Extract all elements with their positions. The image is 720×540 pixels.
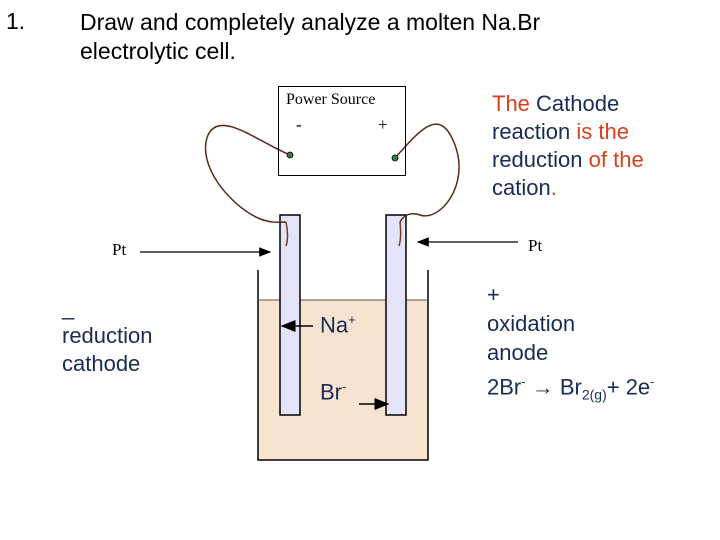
cathode-labels: _ reduction cathode [62, 294, 153, 378]
cathode-word-period: . [550, 175, 557, 200]
anion-charge: - [342, 379, 347, 394]
sodium-ion-label: Na+ [320, 312, 356, 338]
cathode-wire [204, 124, 291, 224]
equation-arrow-product: → Br [525, 374, 582, 400]
cation-symbol: Na [320, 312, 349, 338]
cathode-word-cation: cation [492, 175, 551, 200]
cathode-word-the: The [492, 91, 530, 116]
positive-terminal [391, 154, 399, 162]
bromide-ion-label: Br- [320, 379, 346, 405]
equation-product-subscript: 2(g) [581, 386, 607, 403]
power-source-box [278, 86, 406, 176]
anode-labels: + oxidation anode 2Br- → Br2(g)+ 2e- [487, 280, 655, 410]
equation-electron-charge: - [650, 374, 655, 389]
cathode-electrode [279, 214, 301, 416]
cathode-word-reaction: reaction [492, 119, 571, 144]
equation-reactant-charge: - [521, 374, 526, 389]
cation-charge: + [348, 312, 356, 327]
cathode-word-is-the: is the [576, 119, 629, 144]
power-source-plus: + [378, 115, 388, 134]
cathode-process: reduction [62, 323, 153, 348]
power-source-minus: - [296, 115, 302, 134]
negative-terminal [286, 151, 294, 159]
anion-symbol: Br [320, 379, 342, 405]
cathode-wire-end [285, 221, 289, 247]
question-number: 1. [6, 8, 26, 34]
cathode-word-reduction: reduction [492, 147, 583, 172]
anode-sign: + [487, 282, 500, 307]
cathode-sign: _ [62, 295, 75, 320]
question-text: Draw and completely analyze a molten Na.… [80, 9, 541, 64]
cathode-word-cathode: Cathode [536, 91, 620, 116]
equation-electrons: + 2e [606, 374, 651, 400]
pt-right-label: Pt [528, 236, 543, 255]
anode-electrode [385, 214, 407, 416]
pt-left-label: Pt [112, 240, 127, 259]
power-source-title: Power Source [286, 91, 376, 108]
anode-wire [394, 123, 460, 223]
anode-equation: 2Br- → Br2(g)+ 2e- [487, 367, 655, 410]
cathode-name: cathode [62, 351, 141, 376]
equation-reactant: 2Br [487, 374, 522, 400]
cathode-statement: The Cathode reaction is the reduction of… [492, 90, 717, 202]
beaker [257, 270, 429, 461]
anode-wire-end [398, 221, 402, 247]
anode-name: anode [487, 340, 549, 365]
anode-process: oxidation [487, 311, 576, 336]
cathode-word-of-the: of the [588, 147, 644, 172]
